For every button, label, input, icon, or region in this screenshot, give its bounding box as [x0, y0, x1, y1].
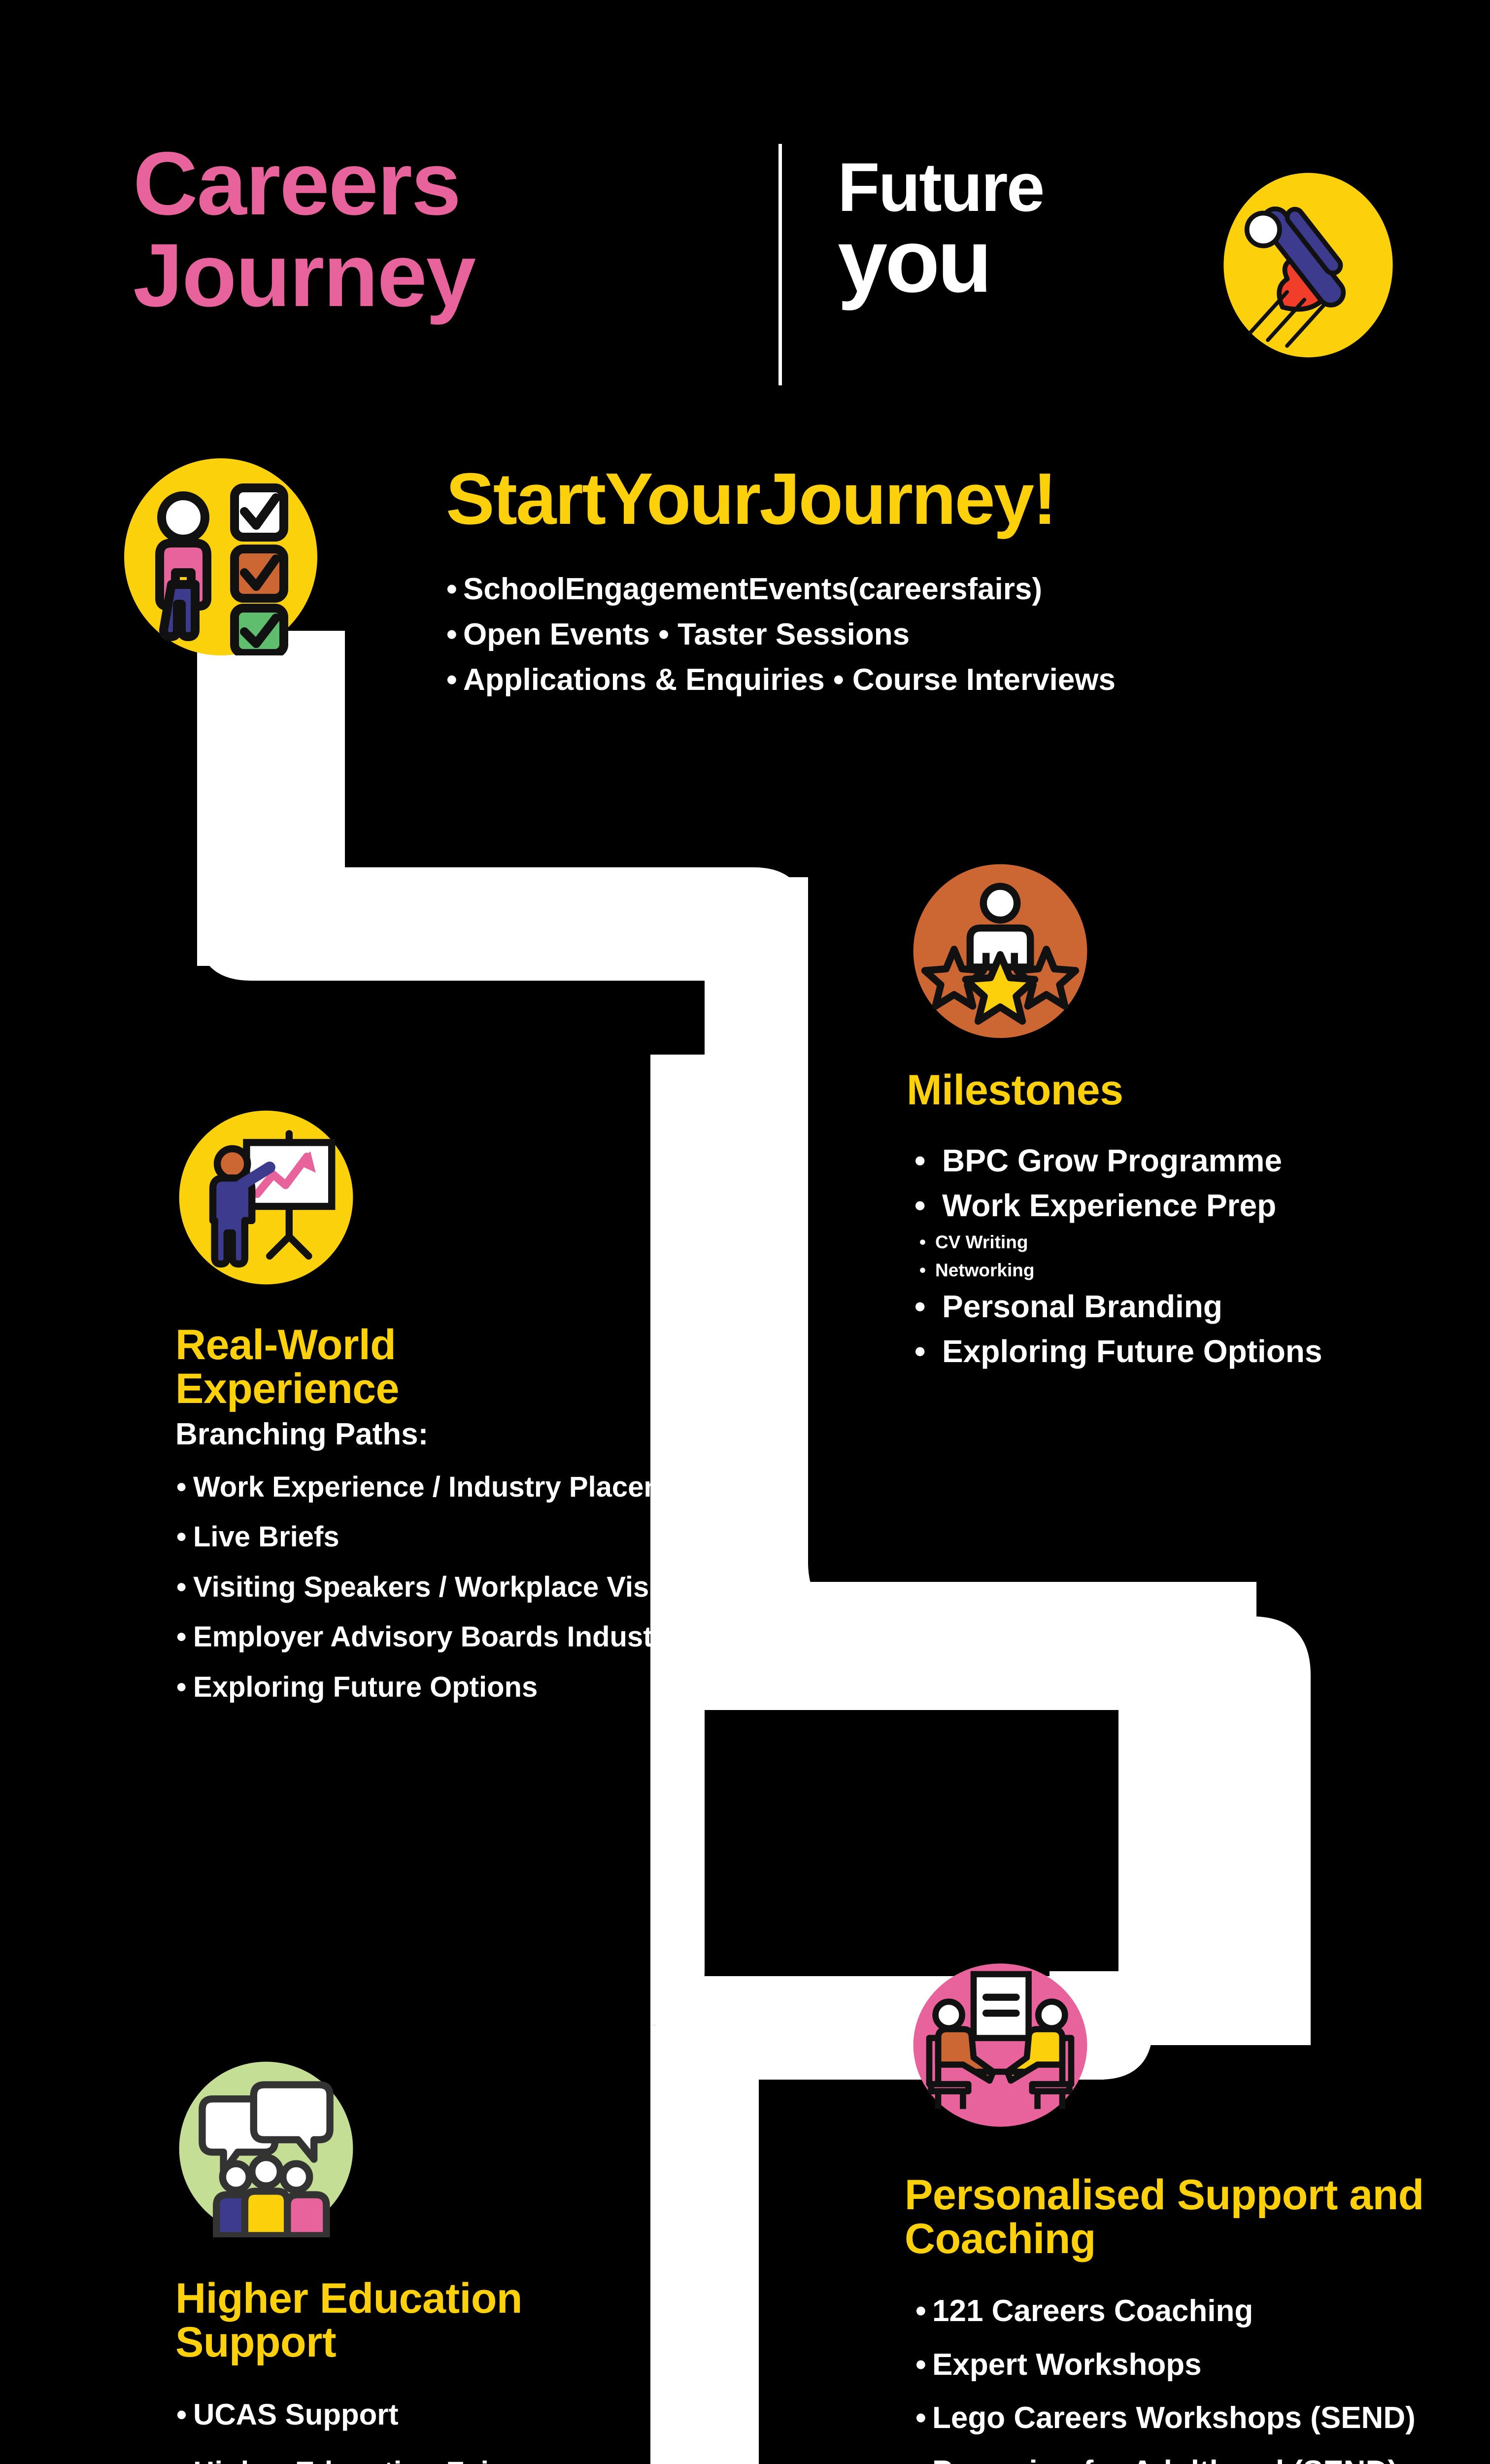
- section-title-real-world: Real-World Experience: [175, 1321, 399, 1413]
- list-item: SchoolEngagementEvents(careersfairs): [446, 567, 1449, 612]
- list-item: Applications & Enquiries • Course Interv…: [446, 657, 1449, 703]
- start-bullet-list: SchoolEngagementEvents(careersfairs) Ope…: [446, 567, 1449, 703]
- milestones-bullet-list: BPC Grow Programme Work Experience Prep …: [914, 1138, 1490, 1374]
- two-people-interview-icon: [913, 1963, 1087, 2127]
- page-title-line2: Journey: [133, 224, 476, 325]
- list-item: BPC Grow Programme: [914, 1138, 1490, 1183]
- page-title-line1: Careers: [133, 133, 461, 234]
- list-item: UCAS Support: [176, 2395, 784, 2434]
- section-title-start: StartYourJourney!: [446, 458, 1057, 540]
- section-title-higher-education: Higher Education Support: [175, 2275, 522, 2366]
- header-divider: [779, 144, 782, 385]
- higher-education-bullet-list: UCAS Support Higher Education Fairs Spec…: [176, 2395, 784, 2464]
- future-you-logo-word1: Future: [838, 148, 1045, 226]
- section-personalised-support: Personalised Support and Coaching 121 Ca…: [877, 1956, 1490, 2464]
- page-title: Careers Journey: [133, 137, 749, 325]
- section-title-personalised: Personalised Support and Coaching: [905, 2171, 1424, 2263]
- presentation-chart-icon: [179, 1110, 353, 1285]
- list-item: Networking: [919, 1256, 1490, 1285]
- section-higher-education-support: Higher Education Support UCAS Support Hi…: [163, 2060, 783, 2464]
- list-item: Exploring Future Options: [914, 1329, 1490, 1374]
- list-item: Exploring Future Options: [176, 1669, 883, 1706]
- person-three-stars-icon: [913, 864, 1087, 1038]
- header: Careers Journey Future you: [0, 64, 1490, 385]
- list-item: Live Briefs: [176, 1518, 883, 1556]
- list-item: 121 Careers Coaching: [915, 2292, 1490, 2331]
- section-start-your-journey: StartYourJourney! SchoolEngagementEvents…: [0, 444, 1490, 788]
- speech-bubbles-people-icon: [179, 2061, 353, 2237]
- future-you-logo-word2: you: [838, 210, 992, 311]
- section-real-world-experience: Real-World Experience Branching Paths: W…: [163, 1109, 877, 1937]
- future-you-logo: Future you: [838, 153, 1394, 370]
- rocket-person-icon: [1223, 172, 1393, 358]
- list-item: Employer Advisory Boards Industry Fairs: [176, 1618, 883, 1656]
- list-item: Lego Careers Workshops (SEND): [915, 2398, 1490, 2438]
- list-item: Personal Branding: [914, 1284, 1490, 1329]
- list-item: Expert Workshops: [915, 2345, 1490, 2385]
- list-item: Visiting Speakers / Workplace Visits: [176, 1569, 883, 1606]
- person-checklist-icon: [124, 458, 317, 655]
- list-item: Work Experience Prep: [914, 1183, 1490, 1228]
- list-item: Open Events • Taster Sessions: [446, 612, 1449, 657]
- section-title-milestones: Milestones: [907, 1066, 1123, 1114]
- branching-paths-label: Branching Paths:: [175, 1417, 429, 1451]
- list-item: CV Writing: [919, 1228, 1490, 1257]
- list-item: Higher Education Fairs: [176, 2453, 784, 2464]
- list-item: Preparing for Adulthood (SEND): [915, 2452, 1490, 2464]
- section-milestones: Milestones BPC Grow Programme Work Exper…: [877, 862, 1490, 1562]
- personalised-bullet-list: 121 Careers Coaching Expert Workshops Le…: [915, 2292, 1490, 2464]
- real-world-bullet-list: Work Experience / Industry Placements Li…: [176, 1469, 883, 1718]
- list-item: Work Experience / Industry Placements: [176, 1469, 883, 1506]
